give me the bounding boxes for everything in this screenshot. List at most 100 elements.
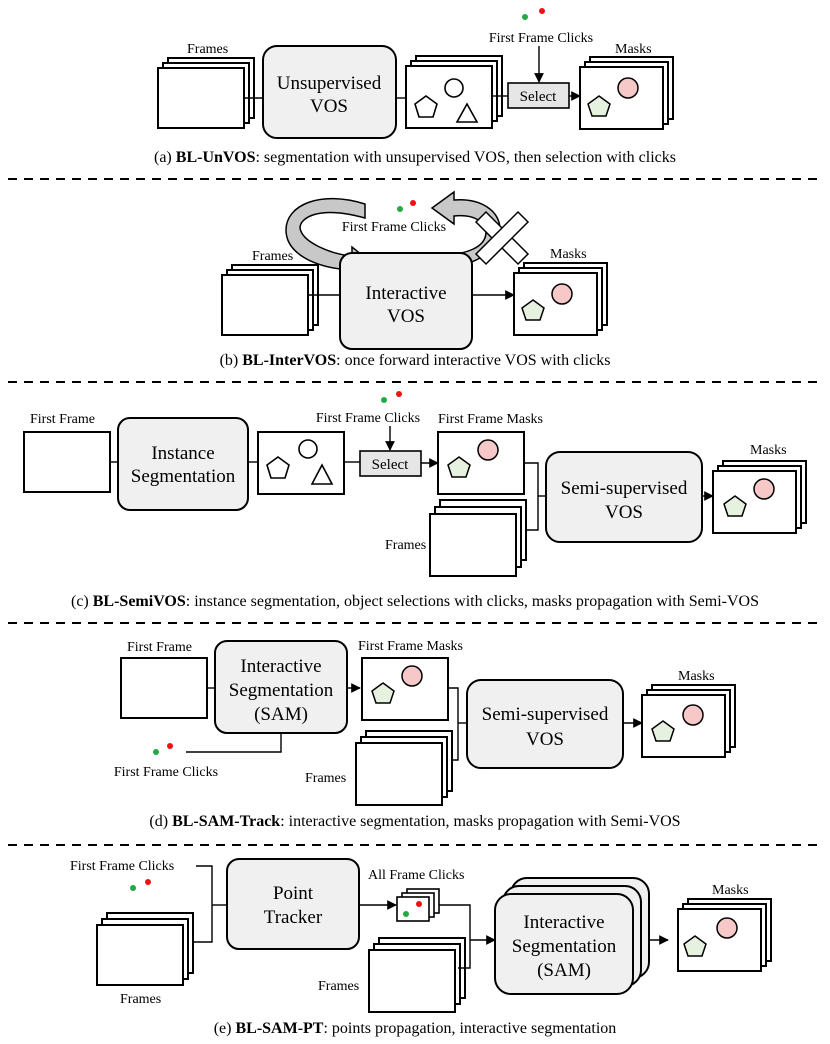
frames-stack [221, 264, 319, 336]
frames-label: Frames [252, 249, 293, 264]
first-frame-clicks-label: First Frame Clicks [489, 31, 593, 46]
frames-stack [429, 499, 527, 577]
positive-click-icon [130, 885, 136, 891]
mask-pentagon [587, 95, 611, 117]
sam-label-3: (SAM) [537, 960, 591, 981]
positive-click-icon [522, 14, 528, 20]
frames-stack [355, 730, 453, 806]
semi-supervised-vos-box [466, 679, 624, 769]
mask-pentagon [447, 456, 471, 478]
mask-circle [551, 283, 573, 305]
negative-click-icon [167, 743, 173, 749]
frames-stack-mid [368, 937, 466, 1013]
mask-circle [753, 478, 775, 500]
positive-click-icon [397, 206, 403, 212]
positive-click-icon [403, 911, 409, 917]
mask-circle [477, 439, 499, 461]
mask-pentagon [371, 682, 395, 704]
pentagon-shape [414, 95, 438, 118]
positive-click-icon [153, 749, 159, 755]
sam-stack [494, 877, 650, 995]
interactive-vos-box [339, 252, 473, 350]
first-frame-masks-label: First Frame Masks [358, 639, 463, 654]
first-frame-label: First Frame [30, 412, 95, 427]
point-tracker-label-1: Point [273, 883, 314, 904]
mask-circle [617, 77, 639, 99]
frames-label: Frames [305, 771, 346, 786]
triangle-shape [455, 102, 479, 123]
panel-a: Frames Unsupervised VOS First Frame Clic… [154, 8, 676, 166]
frames-stack [157, 57, 255, 129]
masks-stack [579, 56, 674, 130]
point-tracker-label-2: Tracker [264, 907, 323, 928]
blocked-cross-icon [474, 210, 530, 266]
masks-label: Masks [678, 669, 715, 684]
sam-label-1: Interactive [523, 912, 604, 933]
select-box [359, 450, 422, 477]
semi-vos-label-1: Semi-supervised [561, 478, 688, 499]
interactive-seg-label-2: Segmentation [229, 680, 334, 701]
mask-pentagon [651, 720, 675, 742]
first-frame-clicks-label: First Frame Clicks [114, 765, 218, 780]
all-frame-clicks-label: All Frame Clicks [368, 868, 464, 883]
select-label: Select [372, 457, 409, 473]
frames-stack-left [96, 912, 194, 986]
mask-circle [716, 917, 738, 939]
panel-d: First Frame Interactive Segmentation (SA… [114, 639, 736, 830]
mask-pentagon [683, 935, 707, 957]
unsupervised-vos-label-1: Unsupervised [277, 73, 382, 94]
masks-stack [641, 684, 736, 758]
pentagon-shape [266, 456, 290, 479]
masks-label: Masks [712, 883, 749, 898]
mask-pentagon [723, 495, 747, 517]
masks-stack [513, 262, 608, 336]
first-frame-clicks-label: First Frame Clicks [316, 411, 420, 426]
interactive-seg-label-3: (SAM) [254, 704, 308, 725]
circle-shape [444, 78, 464, 98]
panel-e: First Frame Clicks Frames Point Tracker … [70, 858, 772, 1037]
instance-seg-label-2: Segmentation [131, 466, 236, 487]
interactive-vos-label-2: VOS [387, 306, 425, 327]
caption-d: (d) BL-SAM-Track: interactive segmentati… [149, 813, 680, 830]
frames-label-left: Frames [120, 992, 161, 1007]
caption-e: (e) BL-SAM-PT: points propagation, inter… [214, 1020, 617, 1037]
interactive-segmentation-sam-box [494, 893, 634, 995]
first-frame-rect [23, 431, 111, 493]
all-clicks-stack [396, 888, 440, 922]
first-frame-rect [120, 657, 208, 719]
triangle-shape [310, 463, 334, 485]
masks-label: Masks [550, 247, 587, 262]
mask-pentagon [521, 299, 545, 321]
instance-segmentation-box [117, 417, 249, 511]
first-frame-masks-label: First Frame Masks [438, 412, 543, 427]
panel-b: First Frame Clicks Frames Interactive VO… [220, 190, 611, 369]
caption-b: (b) BL-InterVOS: once forward interactiv… [220, 352, 611, 369]
caption-a: (a) BL-UnVOS: segmentation with unsuperv… [154, 149, 676, 166]
first-frame-clicks-label: First Frame Clicks [342, 220, 446, 235]
sam-label-2: Segmentation [512, 936, 617, 957]
first-frame-label: First Frame [127, 640, 192, 655]
masks-stack [677, 898, 772, 972]
frames-label: Frames [385, 538, 426, 553]
unsupervised-vos-label-2: VOS [310, 96, 348, 117]
caption-c: (c) BL-SemiVOS: instance segmentation, o… [71, 593, 759, 610]
semi-vos-label-1: Semi-supervised [482, 704, 609, 725]
mask-circle [401, 665, 423, 687]
negative-click-icon [410, 200, 416, 206]
objects-stack [405, 55, 503, 129]
interactive-seg-label-1: Interactive [240, 656, 321, 677]
frames-label: Frames [187, 42, 228, 57]
select-label: Select [520, 89, 557, 105]
point-tracker-box [226, 858, 360, 950]
masks-label: Masks [750, 443, 787, 458]
semi-supervised-vos-box [545, 451, 703, 543]
panel-c: First Frame Instance Segmentation First … [23, 391, 807, 610]
semi-vos-label-2: VOS [605, 502, 643, 523]
positive-click-icon [381, 397, 387, 403]
masks-label: Masks [615, 42, 652, 57]
semi-vos-label-2: VOS [526, 729, 564, 750]
masks-stack [712, 460, 807, 534]
first-frame-clicks-label: First Frame Clicks [70, 859, 174, 874]
negative-click-icon [396, 391, 402, 397]
